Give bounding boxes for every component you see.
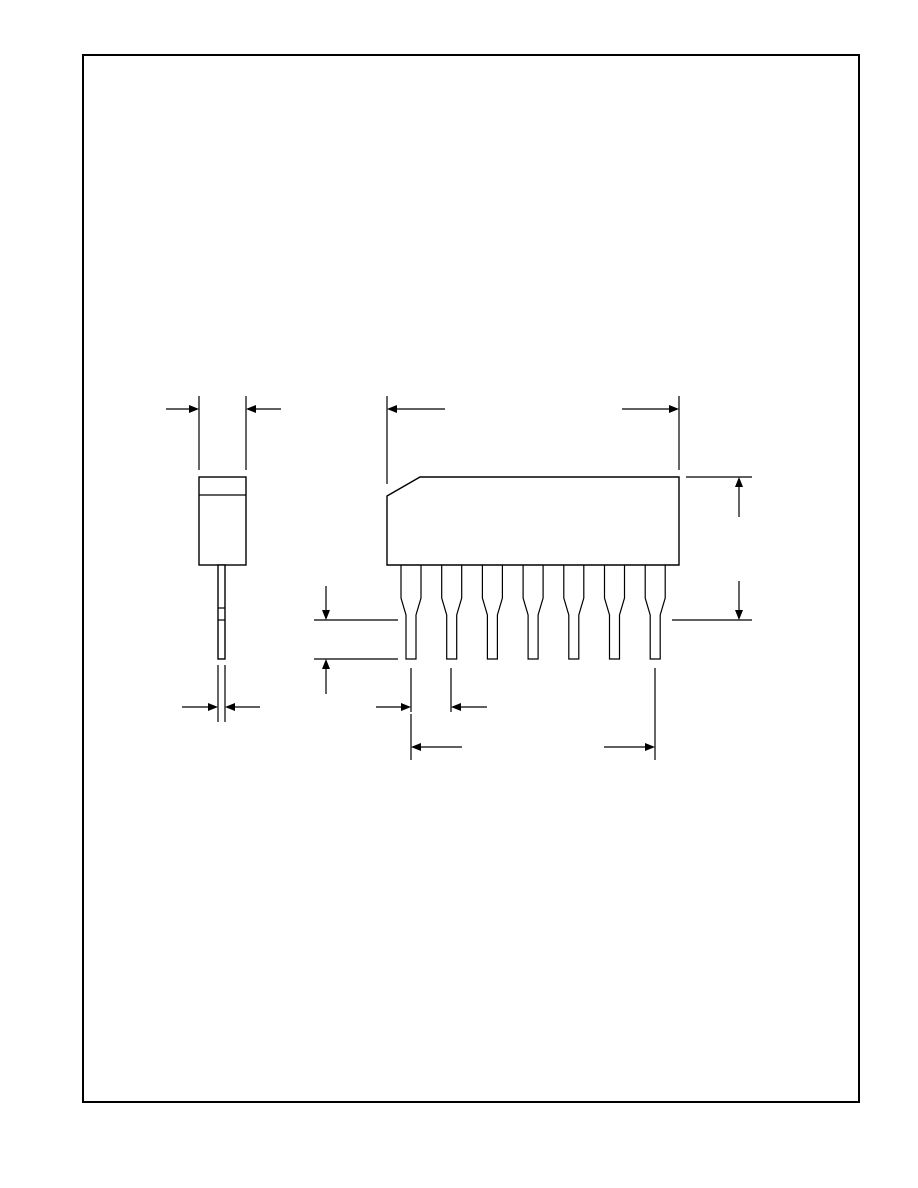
arrow-left-icon (411, 743, 421, 751)
front-view-pitch-dimension (376, 668, 487, 712)
arrow-right-icon (189, 405, 199, 413)
arrow-left-icon (246, 405, 256, 413)
front-view-leads (400, 565, 666, 660)
arrow-up-icon (322, 659, 330, 669)
lead-5 (563, 565, 585, 660)
side-view-lead (217, 564, 226, 660)
lead-3 (481, 565, 503, 660)
lead-2 (441, 565, 463, 660)
arrow-left-icon (387, 405, 397, 413)
arrow-left-icon (451, 703, 461, 711)
page-frame (82, 54, 860, 1103)
front-view-lead-length-dimension (314, 586, 398, 694)
lead-6 (603, 565, 626, 660)
side-view (166, 396, 281, 722)
side-view-body (198, 476, 247, 566)
arrow-down-icon (735, 610, 743, 620)
lead-7 (644, 565, 666, 660)
front-view (314, 396, 752, 760)
arrow-right-icon (208, 703, 218, 711)
arrow-right-icon (401, 703, 411, 711)
arrow-up-icon (735, 477, 743, 487)
side-view-lead-thickness-dimension (182, 665, 260, 722)
front-view-body (386, 476, 680, 566)
side-view-width-dimension (166, 396, 281, 470)
front-view-height-dimension (672, 476, 752, 621)
arrow-left-icon (225, 703, 235, 711)
lead-1 (400, 565, 422, 660)
arrow-right-icon (669, 405, 679, 413)
front-view-lead-span-dimension (410, 668, 656, 760)
arrow-right-icon (645, 743, 655, 751)
lead-4 (522, 565, 544, 660)
front-view-length-dimension (386, 396, 680, 484)
arrow-down-icon (322, 610, 330, 620)
